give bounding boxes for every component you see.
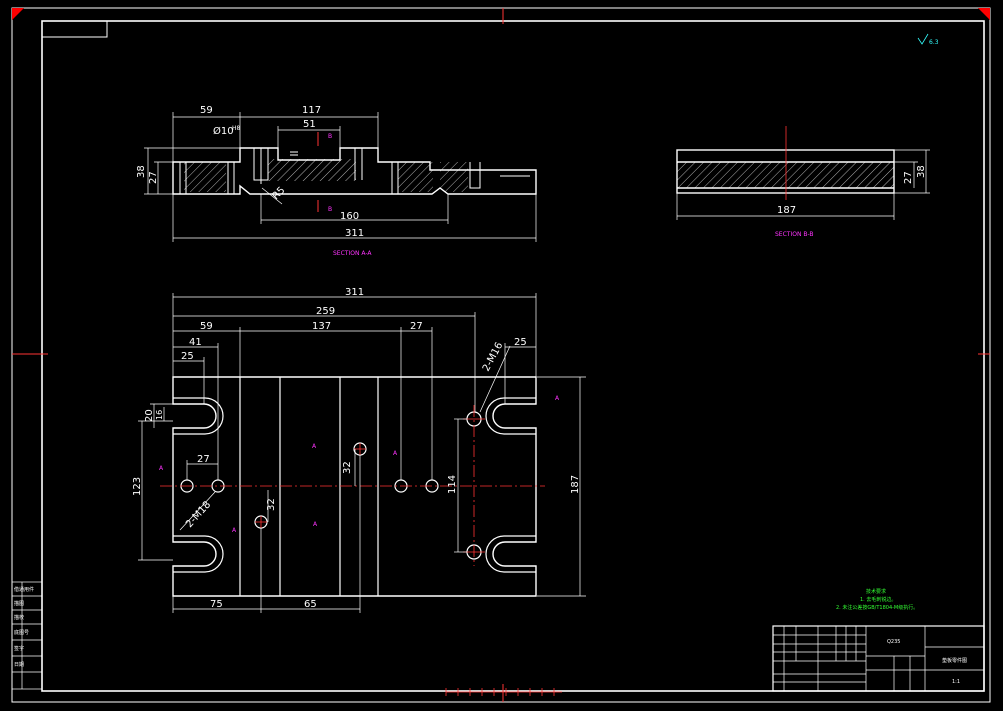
plan-centerlines bbox=[160, 405, 545, 566]
plan-slot-lines bbox=[173, 377, 536, 596]
left-strip-cell-1: 借通用件 bbox=[14, 586, 34, 593]
left-strip-cell-4: 底图号 bbox=[14, 629, 29, 636]
left-strip-cell-3: 描校 bbox=[14, 614, 24, 621]
dim-plan-137: 137 bbox=[312, 321, 331, 332]
dim-aa-51: 51 bbox=[303, 119, 316, 130]
left-strip-cell-5: 签字 bbox=[14, 645, 24, 652]
cut-mark-a-3: A bbox=[232, 527, 237, 534]
section-bb-outline bbox=[676, 149, 895, 194]
dim-plan-25-right: 25 bbox=[514, 337, 527, 348]
corner-mark-top-left bbox=[12, 8, 24, 20]
section-aa-hatch bbox=[184, 159, 468, 192]
plan-outline bbox=[172, 376, 537, 597]
dim-bb-27: 27 bbox=[903, 171, 914, 184]
section-aa-dimension-lines bbox=[144, 112, 537, 242]
notes-line-2: 2. 未注公差按GB/T1804-M级执行。 bbox=[836, 604, 918, 611]
dim-aa-117: 117 bbox=[302, 105, 321, 116]
plan-view: 311 259 59 137 27 41 25 25 2-M16 20 16 1… bbox=[132, 287, 586, 613]
section-aa-cut-mark-bottom: B bbox=[328, 206, 332, 213]
dim-plan-187: 187 bbox=[570, 475, 581, 494]
dim-plan-65: 65 bbox=[304, 599, 317, 610]
dim-plan-thread-left: 2-M18 bbox=[184, 499, 213, 530]
plan-holes bbox=[180, 411, 482, 560]
dim-aa-160: 160 bbox=[340, 211, 359, 222]
section-aa-bores bbox=[179, 148, 530, 194]
dim-plan-32-a: 32 bbox=[342, 461, 353, 474]
corner-mark-top-right bbox=[978, 8, 990, 20]
title-block-scale: 1:1 bbox=[952, 679, 960, 685]
dim-plan-16: 16 bbox=[155, 410, 164, 420]
notes-line-1: 1. 去毛刺锐边。 bbox=[860, 596, 896, 603]
cut-mark-a-4: A bbox=[312, 443, 317, 450]
section-bb-label: SECTION B-B bbox=[775, 231, 814, 238]
section-aa-outline bbox=[172, 147, 537, 195]
dim-aa-27: 27 bbox=[148, 171, 159, 184]
section-aa-cut-mark-top: B bbox=[328, 133, 332, 140]
dim-plan-259: 259 bbox=[316, 306, 335, 317]
left-strip-table bbox=[11, 581, 43, 690]
dim-bb-38: 38 bbox=[916, 165, 927, 178]
left-strip-cell-6: 日期 bbox=[14, 662, 24, 668]
section-bb-dimension-lines bbox=[676, 149, 930, 220]
roughness-symbol: 6.3 bbox=[917, 33, 939, 46]
title-block-material: Q235 bbox=[887, 639, 900, 645]
section-aa-label: SECTION A-A bbox=[333, 250, 372, 257]
bottom-scale-ruler bbox=[445, 688, 562, 696]
cut-mark-a-2: A bbox=[555, 395, 560, 402]
plan-section-marks: A A A A A A bbox=[159, 395, 560, 534]
dim-plan-20: 20 bbox=[144, 409, 155, 422]
dim-aa-r5: R5 bbox=[270, 185, 287, 202]
dim-plan-25-left: 25 bbox=[181, 351, 194, 362]
dim-plan-27-mid: 27 bbox=[197, 454, 210, 465]
section-bb-view: 187 27 38 SECTION B-B bbox=[676, 126, 930, 238]
section-aa-view: 59 117 51 Ø10 H8 38 27 R5 160 311 B B SE… bbox=[136, 105, 537, 257]
roughness-value: 6.3 bbox=[929, 39, 939, 46]
left-strip-cell-2: 描图 bbox=[14, 600, 24, 607]
dim-plan-59: 59 bbox=[200, 321, 213, 332]
plan-dimension-lines bbox=[138, 293, 586, 613]
cut-mark-a-1: A bbox=[159, 465, 164, 472]
section-bb-hatch bbox=[677, 162, 894, 188]
dim-bb-187: 187 bbox=[777, 205, 796, 216]
dim-plan-32-b: 32 bbox=[266, 498, 277, 511]
dim-plan-27-top: 27 bbox=[410, 321, 423, 332]
dim-plan-123: 123 bbox=[132, 477, 143, 496]
drawing-frame bbox=[11, 7, 991, 703]
dim-plan-311: 311 bbox=[345, 287, 364, 298]
dim-plan-75: 75 bbox=[210, 599, 223, 610]
dim-plan-41: 41 bbox=[189, 337, 202, 348]
title-block-drawing-name: 垫板零件图 bbox=[942, 657, 967, 664]
title-block bbox=[772, 625, 985, 692]
notes-title: 技术要求 bbox=[866, 588, 886, 595]
dim-aa-59: 59 bbox=[200, 105, 213, 116]
centering-marks bbox=[12, 8, 990, 702]
dim-plan-thread-right: 2-M16 bbox=[481, 341, 505, 374]
dim-aa-diameter: Ø10 bbox=[213, 125, 234, 137]
cut-mark-a-5: A bbox=[313, 521, 318, 528]
dim-aa-38: 38 bbox=[136, 165, 147, 178]
dim-plan-114: 114 bbox=[447, 475, 458, 494]
technical-notes: 技术要求 1. 去毛刺锐边。 2. 未注公差按GB/T1804-M级执行。 bbox=[836, 588, 918, 611]
dim-aa-fit: H8 bbox=[232, 125, 241, 132]
dim-aa-311: 311 bbox=[345, 228, 364, 239]
cut-mark-a-6: A bbox=[393, 450, 398, 457]
